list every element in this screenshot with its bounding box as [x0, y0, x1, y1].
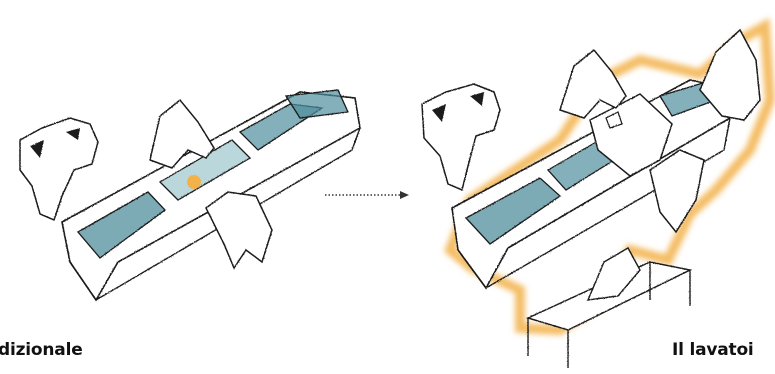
cover-unit-right	[589, 93, 673, 177]
renovated-lavatoio-sketch	[421, 17, 775, 368]
hand-left-1	[149, 98, 215, 169]
hand-left-2	[205, 191, 273, 270]
basin-4-left	[284, 89, 349, 119]
dotted-arrow-right-icon	[325, 191, 409, 199]
basin-1-left	[76, 191, 166, 259]
caption-lavatoio: Il lavatoi	[672, 340, 754, 360]
highlight-spot-left	[187, 175, 201, 189]
hand-right-3	[649, 149, 705, 234]
trough-body-left	[61, 91, 361, 302]
caption-traditional: dizionale	[0, 340, 83, 360]
basin-1-right	[464, 177, 562, 245]
cow-left	[19, 117, 99, 222]
hand-right-2	[699, 28, 761, 121]
cow-right	[421, 83, 501, 192]
cloth-right	[586, 247, 641, 301]
hand-right-1	[559, 48, 627, 119]
traditional-trough-sketch	[19, 89, 361, 302]
